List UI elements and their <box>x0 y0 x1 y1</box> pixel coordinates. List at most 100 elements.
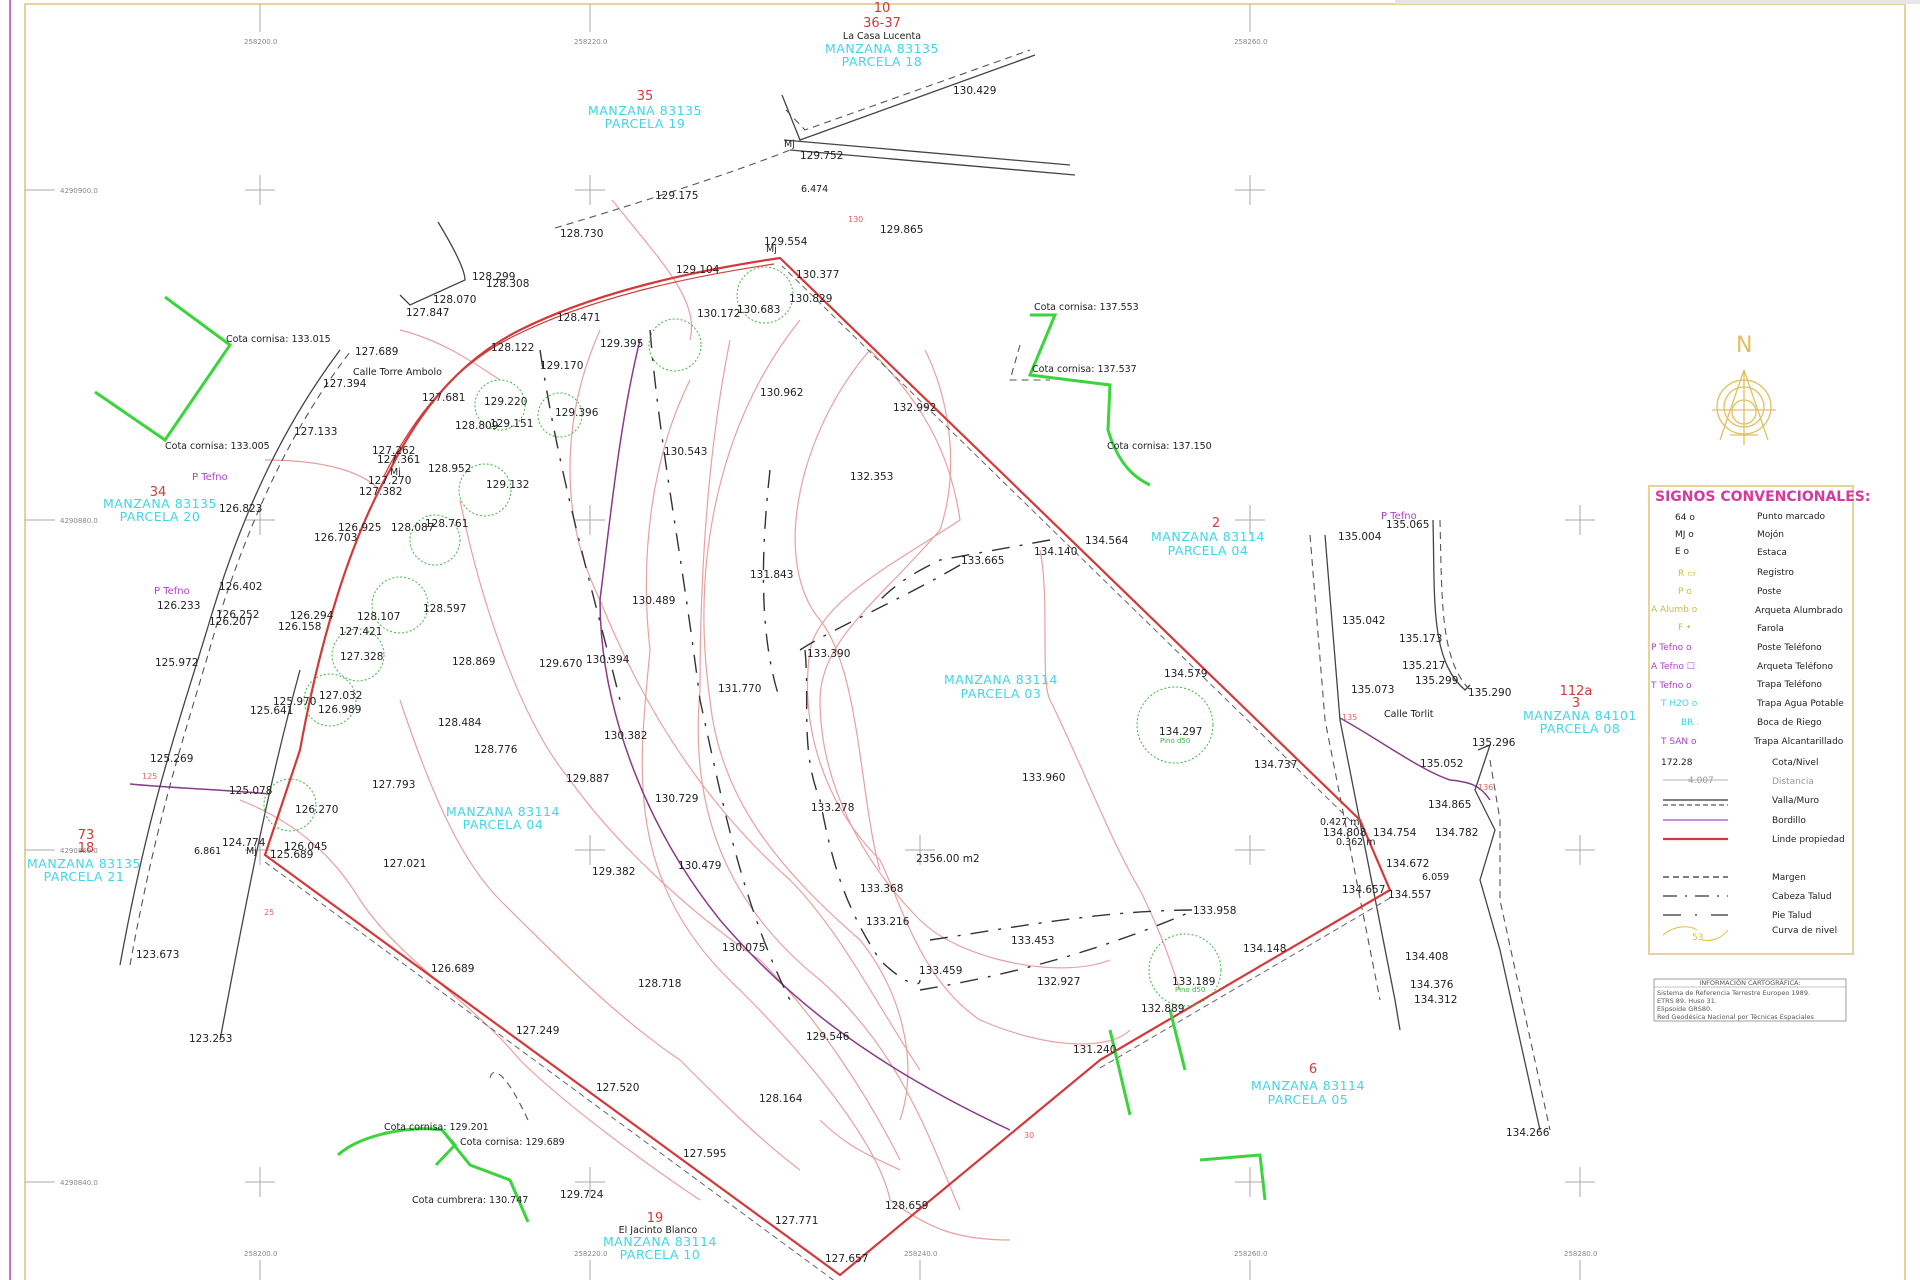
svg-text:130.075: 130.075 <box>722 942 765 954</box>
svg-text:127.270: 127.270 <box>368 475 411 487</box>
svg-text:123.673: 123.673 <box>136 949 179 961</box>
svg-text:Bordillo: Bordillo <box>1772 816 1806 826</box>
svg-text:125.641: 125.641 <box>250 705 293 717</box>
grid-label-y: 4290880.0 <box>60 517 98 525</box>
svg-text:MANZANA 83135: MANZANA 83135 <box>825 41 939 56</box>
svg-text:64 o: 64 o <box>1675 513 1695 523</box>
svg-text:130.729: 130.729 <box>655 793 698 805</box>
svg-text:112a: 112a <box>1560 684 1593 699</box>
svg-text:125: 125 <box>142 772 157 781</box>
svg-text:127.133: 127.133 <box>294 426 337 438</box>
svg-text:Mojón: Mojón <box>1757 529 1784 540</box>
grid-label-y: 4290860.0 <box>60 847 98 855</box>
svg-text:Elipsoide GRS80.: Elipsoide GRS80. <box>1657 1005 1712 1013</box>
svg-text:128.718: 128.718 <box>638 978 681 990</box>
svg-text:Mj: Mj <box>246 846 257 857</box>
svg-text:Boca de Riego: Boca de Riego <box>1757 718 1822 728</box>
svg-text:P o: P o <box>1678 587 1692 597</box>
svg-text:Trapa Agua Potable: Trapa Agua Potable <box>1756 699 1844 709</box>
svg-text:126.823: 126.823 <box>219 503 262 515</box>
svg-text:128.809: 128.809 <box>455 420 498 432</box>
grid-label-y: 4290840.0 <box>60 1179 98 1187</box>
svg-text:Cota cornisa: 137.537: Cota cornisa: 137.537 <box>1032 364 1137 375</box>
svg-text:Cota cornisa: 133.015: Cota cornisa: 133.015 <box>226 334 331 345</box>
svg-text:136: 136 <box>1478 783 1493 792</box>
grid-label-x: 258260.0 <box>1234 1250 1267 1258</box>
svg-text:Curva de nivel: Curva de nivel <box>1772 926 1837 936</box>
subject-parcel-parcela: PARCELA 03 <box>961 686 1042 701</box>
svg-text:Estaca: Estaca <box>1757 548 1787 558</box>
svg-text:Farola: Farola <box>1757 624 1784 634</box>
svg-text:PARCELA 05: PARCELA 05 <box>1268 1092 1349 1107</box>
svg-text:133.453: 133.453 <box>1011 935 1054 947</box>
svg-text:132.889: 132.889 <box>1141 1003 1184 1015</box>
svg-text:129.887: 129.887 <box>566 773 609 785</box>
svg-text:129.752: 129.752 <box>800 150 843 162</box>
svg-text:126.925: 126.925 <box>338 522 381 534</box>
svg-text:Calle Torlit: Calle Torlit <box>1384 709 1434 720</box>
svg-text:30: 30 <box>1024 1131 1034 1140</box>
svg-text:134.376: 134.376 <box>1410 979 1454 991</box>
svg-text:126.158: 126.158 <box>278 621 321 633</box>
svg-text:MJ o: MJ o <box>1675 530 1694 540</box>
svg-text:La Casa Lucenta: La Casa Lucenta <box>843 31 921 42</box>
svg-text:127.847: 127.847 <box>406 307 449 319</box>
svg-text:128.659: 128.659 <box>885 1200 928 1212</box>
svg-text:P Tefno: P Tefno <box>1381 511 1417 522</box>
svg-text:Pie Talud: Pie Talud <box>1772 911 1812 921</box>
svg-text:129.395: 129.395 <box>600 338 643 350</box>
svg-text:128.164: 128.164 <box>759 1093 803 1105</box>
svg-text:6: 6 <box>1309 1062 1317 1077</box>
svg-text:MANZANA 83114: MANZANA 83114 <box>603 1234 717 1249</box>
svg-text:A Tefno ☐: A Tefno ☐ <box>1651 662 1695 672</box>
svg-text:132.927: 132.927 <box>1037 976 1080 988</box>
svg-text:134.140: 134.140 <box>1034 546 1077 558</box>
svg-text:PARCELA 18: PARCELA 18 <box>842 54 923 69</box>
svg-text:133.368: 133.368 <box>860 883 903 895</box>
grid-label-x: 258200.0 <box>244 38 277 46</box>
svg-text:127.262: 127.262 <box>372 445 415 457</box>
svg-text:128.471: 128.471 <box>557 312 600 324</box>
svg-text:2: 2 <box>1212 516 1220 531</box>
svg-text:128.761: 128.761 <box>425 518 468 530</box>
svg-text:132.992: 132.992 <box>893 402 936 414</box>
svg-text:130.962: 130.962 <box>760 387 803 399</box>
legend-title: SIGNOS CONVENCIONALES: <box>1655 489 1870 505</box>
svg-text:A Alumb o: A Alumb o <box>1651 605 1698 615</box>
svg-text:Poste Teléfono: Poste Teléfono <box>1757 642 1822 653</box>
svg-text:PARCELA 21: PARCELA 21 <box>44 869 125 884</box>
svg-text:124.774: 124.774 <box>222 837 266 849</box>
svg-text:3: 3 <box>1572 696 1580 711</box>
grid-label-x: 258240.0 <box>904 1250 937 1258</box>
svg-text:135.296: 135.296 <box>1472 737 1516 749</box>
svg-text:134.408: 134.408 <box>1405 951 1448 963</box>
grid-label-x: 258280.0 <box>1564 1250 1597 1258</box>
svg-text:172.28: 172.28 <box>1661 758 1693 768</box>
svg-text:Pino d50: Pino d50 <box>1175 986 1205 994</box>
svg-text:Mj: Mj <box>766 244 777 255</box>
svg-text:Arqueta Alumbrado: Arqueta Alumbrado <box>1755 606 1843 616</box>
legend-frame <box>1648 485 1854 955</box>
svg-text:18: 18 <box>78 841 95 856</box>
svg-text:Cota cumbrera: 130.747: Cota cumbrera: 130.747 <box>412 1195 528 1206</box>
svg-text:128.776: 128.776 <box>474 744 518 756</box>
svg-text:129.382: 129.382 <box>592 866 635 878</box>
svg-text:Trapa Teléfono: Trapa Teléfono <box>1756 679 1822 690</box>
svg-text:129.132: 129.132 <box>486 479 529 491</box>
svg-text:T SAN o: T SAN o <box>1660 737 1697 747</box>
svg-text:128.952: 128.952 <box>428 463 471 475</box>
svg-text:126.270: 126.270 <box>295 804 338 816</box>
svg-text:T H2O o: T H2O o <box>1660 699 1698 709</box>
svg-text:4.007: 4.007 <box>1688 776 1714 786</box>
svg-text:131.770: 131.770 <box>718 683 761 695</box>
svg-text:130.394: 130.394 <box>586 654 630 666</box>
north-label: N <box>1736 333 1752 358</box>
svg-text:133.189: 133.189 <box>1172 976 1215 988</box>
svg-text:134.782: 134.782 <box>1435 827 1478 839</box>
svg-text:PARCELA 04: PARCELA 04 <box>463 817 544 832</box>
svg-text:ETRS 89. Huso 31.: ETRS 89. Huso 31. <box>1657 997 1717 1005</box>
svg-text:MANZANA 84101: MANZANA 84101 <box>1523 708 1637 723</box>
margin-lines <box>129 49 1551 1131</box>
